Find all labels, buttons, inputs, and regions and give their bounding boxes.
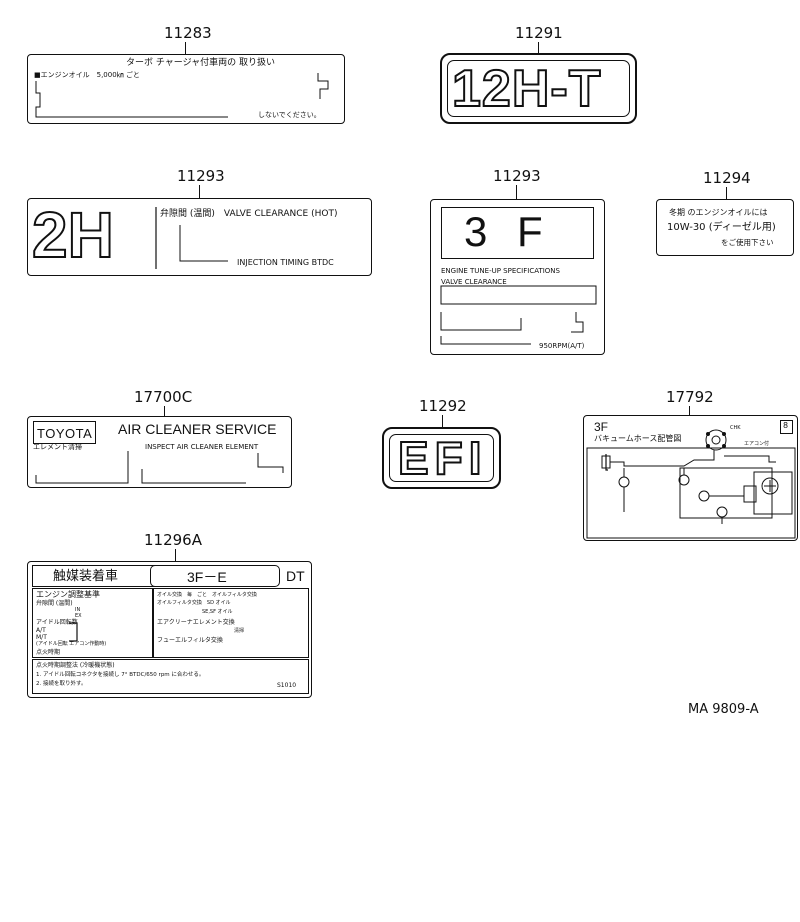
label-text: 冬期 のエンジンオイルには <box>669 208 768 217</box>
part-number-17700c: 17700C <box>134 388 193 406</box>
label-title: バキュームホース配管図 <box>594 434 682 443</box>
emblem-11292: EFI <box>382 427 501 489</box>
label-text: VALVE CLEARANCE <box>441 278 507 286</box>
header-text: DT <box>286 568 305 584</box>
label-footer: しないでください。 <box>258 111 321 119</box>
label-title: AIR CLEANER SERVICE <box>118 421 277 437</box>
spec-text: M/T <box>36 634 47 641</box>
part-number-11283: 11283 <box>164 24 212 42</box>
blank-outline-area <box>440 285 597 345</box>
left-spec-box: エンジン調整基準 弁隙間 (温間) IN EX アイドル回転数 A/T M/T … <box>32 588 153 658</box>
blank-outline-area <box>35 73 329 118</box>
part-number-11294: 11294 <box>703 169 751 187</box>
spec-text: IN <box>75 607 81 613</box>
emblem-text: 12H-T <box>451 60 602 118</box>
emblem-text: 3 F <box>464 208 543 255</box>
label-11296a: 触媒装着車 3F－E DT エンジン調整基準 弁隙間 (温間) IN EX アイ… <box>27 561 312 698</box>
right-spec-box: オイル交換 毎 ごと オイルフィルタ交換 オイルフィルタ交換 SD オイル SE… <box>153 588 309 658</box>
emblem-box: 3 F <box>441 207 594 259</box>
label-11294: 冬期 のエンジンオイルには 10W-30 (ディーゼル用) をご使用下さい <box>656 199 794 256</box>
leader-line <box>442 415 443 428</box>
emblem-inner-border <box>389 434 494 482</box>
part-number-11292: 11292 <box>419 397 467 415</box>
blank-outline-area <box>155 207 228 269</box>
note-code: S1010 <box>277 682 297 689</box>
spec-text: フューエルフィルタ交換 <box>157 637 223 644</box>
spec-text: 点火時期 <box>36 649 61 656</box>
label-title: ターボ チャージャ付車両の 取り扱い <box>126 58 276 68</box>
part-number-11291: 11291 <box>515 24 563 42</box>
distributor-icon <box>705 429 727 451</box>
spec-text: エアクリーナエレメント交換 <box>157 619 235 626</box>
spec-text: オイル交換 毎 ごと オイルフィルタ交換 <box>157 592 257 598</box>
badge-text: 8 <box>783 421 789 430</box>
emblem-text: 2H <box>31 199 115 271</box>
spec-text: EX <box>75 613 82 619</box>
header-text: 3F－E <box>187 569 227 585</box>
leader-line <box>185 42 186 55</box>
spec-text: 清掃 <box>234 628 245 634</box>
emblem-inner-border <box>447 60 630 117</box>
toyota-logo-text: TOYOTA <box>37 426 93 441</box>
bottom-note-box: 点火時期調整法 (冷暖機状態) 1. アイドル回転コネクタを接続し 7° BTD… <box>32 659 309 694</box>
leader-line <box>199 185 200 199</box>
note-text: 2. 接続を取り外す。 <box>36 681 87 687</box>
label-small-text: エアコン付 <box>744 441 770 447</box>
emblem-text: EFI <box>397 432 488 484</box>
label-11293-2h: 2H 弁隙間 (温間) VALVE CLEARANCE (HOT) INJECT… <box>27 198 372 276</box>
leader-line <box>538 42 539 54</box>
spec-text: A/T <box>36 627 46 634</box>
spec-text: 弁隙間 (温間) <box>36 600 73 607</box>
spec-text: (アイドル回転 エアコン作動時) <box>36 641 107 647</box>
vacuum-hose-diagram <box>586 429 796 539</box>
label-17700c: TOYOTA AIR CLEANER SERVICE エレメント清掃 INSPE… <box>27 416 292 488</box>
part-number-17792: 17792 <box>666 388 714 406</box>
spec-heading: エンジン調整基準 <box>36 590 100 599</box>
leader-line <box>689 406 690 416</box>
header-box-mid: 3F－E <box>150 565 280 587</box>
part-number-11296a: 11296A <box>144 531 202 549</box>
spec-text: アイドル回転数 <box>36 619 78 626</box>
emblem-11291: 12H-T <box>440 53 637 124</box>
label-badge: 8 <box>780 420 793 434</box>
leader-line <box>175 549 176 562</box>
label-text: をご使用下さい <box>721 238 774 247</box>
toyota-logo: TOYOTA <box>33 421 97 444</box>
label-heading: 弁隙間 (温間) VALVE CLEARANCE (HOT) <box>160 209 338 219</box>
spec-text: オイルフィルタ交換 SD オイル <box>157 600 231 606</box>
note-text: 1. アイドル回転コネクタを接続し 7° BTDC/650 rpm に合わせる。 <box>36 672 205 678</box>
label-11293-3f: 3 F ENGINE TUNE-UP SPECIFICATIONS VALVE … <box>430 199 605 355</box>
label-11283: ターボ チャージャ付車両の 取り扱い ■エンジンオイル 5,000㎞ ごと しな… <box>27 54 345 124</box>
label-text: 10W-30 (ディーゼル用) <box>667 222 776 233</box>
label-caption: エレメント清掃 <box>33 443 82 451</box>
note-heading: 点火時期調整法 (冷暖機状態) <box>36 662 115 669</box>
label-text: ■エンジンオイル 5,000㎞ ごと <box>34 71 140 79</box>
spec-text: SE,SF オイル <box>202 609 233 615</box>
figure-code: MA 9809-A <box>688 702 759 717</box>
label-engine: 3F <box>594 420 609 434</box>
leader-line <box>164 406 165 417</box>
label-caption: INSPECT AIR CLEANER ELEMENT <box>145 443 259 451</box>
header-text: 触媒装着車 <box>53 569 119 584</box>
label-footer: 950RPM(A/T) <box>539 342 585 350</box>
label-text: ENGINE TUNE-UP SPECIFICATIONS <box>441 267 560 275</box>
leader-line <box>516 185 517 200</box>
blank-outline-area <box>35 451 284 484</box>
label-17792: 3F バキュームホース配管図 8 CHK エアコン付 <box>583 415 798 541</box>
leader-line <box>726 187 727 200</box>
blank-outline-area <box>69 622 78 642</box>
part-number-11293: 11293 <box>493 167 541 185</box>
part-number-11293: 11293 <box>177 167 225 185</box>
label-small-text: CHK <box>730 425 741 431</box>
label-footer: INJECTION TIMING BTDC <box>237 258 334 267</box>
